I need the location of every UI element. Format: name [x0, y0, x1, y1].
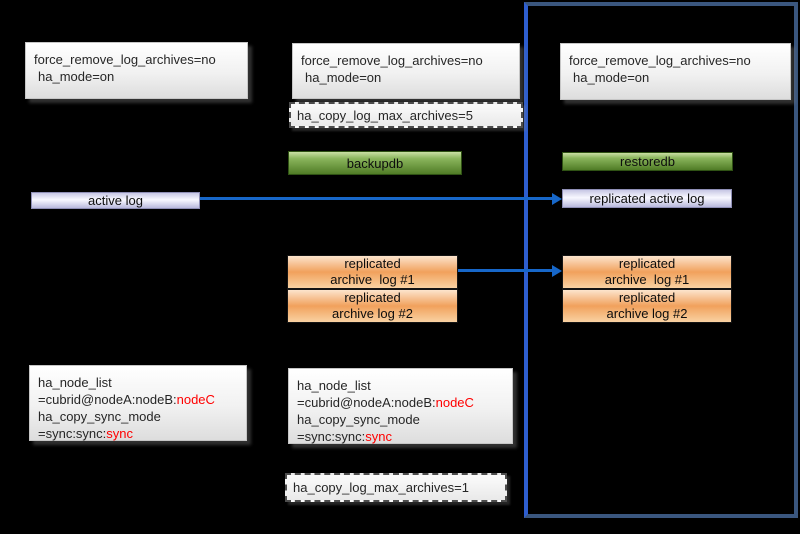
right-archive-log-1-box: replicated archive log #1 — [562, 255, 732, 289]
left-config-bottom-box: ha_node_list =cubrid@nodeA:nodeB:nodeC h… — [29, 365, 247, 441]
config-line: =cubrid@nodeA:nodeB:nodeC — [297, 395, 474, 410]
config-line: ha_node_list — [38, 375, 112, 390]
active-log-label: active log — [88, 193, 143, 208]
highlighted-value: nodeC — [435, 395, 474, 410]
config-line: ha_copy_sync_mode — [297, 412, 420, 427]
config-line: =sync:sync:sync — [297, 429, 393, 444]
archive-log-copy-arrow — [458, 269, 553, 272]
config-line: ha_copy_sync_mode — [38, 409, 161, 424]
highlighted-value: sync — [365, 429, 393, 444]
config-line: =sync:sync:sync — [38, 426, 134, 441]
middle-config-bottom-box: ha_node_list =cubrid@nodeA:nodeB:nodeC h… — [288, 368, 513, 444]
active-log-copy-arrow-head — [552, 193, 562, 205]
config-line: ha_mode=on — [573, 70, 650, 85]
config-line: ha_mode=on — [38, 69, 115, 84]
highlighted-value: nodeC — [176, 392, 215, 407]
active-log-copy-arrow — [200, 197, 553, 200]
max-archives-note-top: ha_copy_log_max_archives=5 — [289, 102, 523, 128]
config-line: ha_node_list — [297, 378, 371, 393]
active-log-bar: active log — [31, 192, 200, 209]
backupdb-bar: backupdb — [288, 151, 462, 175]
replicated-active-log-bar: replicated active log — [562, 189, 732, 208]
config-line: ha_mode=on — [305, 70, 382, 85]
right-archive-log-2-box: replicated archive log #2 — [562, 289, 732, 323]
right-config-top-box: force_remove_log_archives=no ha_mode=on — [560, 43, 791, 100]
config-line: =cubrid@nodeA:nodeB:nodeC — [38, 392, 215, 407]
middle-archive-log-2-box: replicated archive log #2 — [287, 289, 458, 323]
middle-config-top-box: force_remove_log_archives=no ha_mode=on — [292, 43, 520, 99]
restoredb-label: restoredb — [620, 154, 675, 169]
max-archives-note-bottom: ha_copy_log_max_archives=1 — [285, 473, 507, 502]
new-node-frame — [524, 2, 798, 518]
backupdb-label: backupdb — [346, 155, 404, 171]
config-line: force_remove_log_archives=no — [301, 53, 483, 68]
left-config-top-box: force_remove_log_archives=no ha_mode=on — [25, 42, 248, 99]
highlighted-value: sync — [106, 426, 134, 441]
config-line: force_remove_log_archives=no — [569, 53, 751, 68]
config-line: force_remove_log_archives=no — [34, 52, 216, 67]
middle-archive-log-1-box: replicated archive log #1 — [287, 255, 458, 289]
archive-log-copy-arrow-head — [552, 265, 562, 277]
replicated-active-log-label: replicated active log — [589, 191, 705, 206]
restoredb-bar: restoredb — [562, 152, 733, 171]
